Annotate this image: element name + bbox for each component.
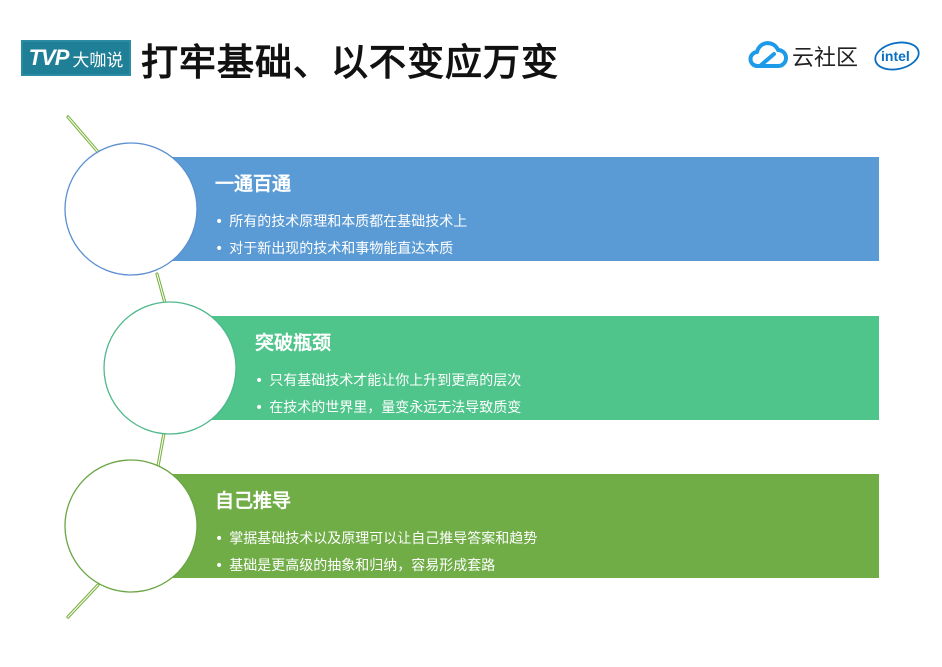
section-heading: 一通百通 <box>215 173 292 195</box>
section-heading: 突破瓶颈 <box>255 332 332 354</box>
bullet-item: 只有基础技术才能让你上升到更高的层次 <box>255 368 521 395</box>
section-card-3: 自己推导 掌据基础技术以及原理可以让自己推导答案和趋势 基础是更高级的抽象和归纳… <box>160 474 879 578</box>
connector-lines <box>66 115 167 619</box>
bullet-list: 掌据基础技术以及原理可以让自己推导答案和趋势 基础是更高级的抽象和归纳，容易形成… <box>215 526 537 580</box>
badge-name: 大咖说 <box>72 50 124 71</box>
section-card-1: 一通百通 所有的技术原理和本质都在基础技术上 对于新出现的技术和事物能直达本质 <box>160 157 879 261</box>
bullet-item: 在技术的世界里，量变永远无法导致质变 <box>255 395 521 422</box>
intel-logo-text: intel <box>881 48 910 64</box>
bullet-item: 所有的技术原理和本质都在基础技术上 <box>215 209 467 236</box>
cloud-community-logo-text: 云社区 <box>792 46 859 71</box>
cloud-icon <box>748 41 788 68</box>
section-card-2: 突破瓶颈 只有基础技术才能让你上升到更高的层次 在技术的世界里，量变永远无法导致… <box>160 316 879 420</box>
bullet-item: 基础是更高级的抽象和归纳，容易形成套路 <box>215 553 537 580</box>
bullet-item: 对于新出现的技术和事物能直达本质 <box>215 236 467 263</box>
tvp-logo-text: TVP <box>28 45 70 70</box>
bullet-list: 所有的技术原理和本质都在基础技术上 对于新出现的技术和事物能直达本质 <box>215 209 467 263</box>
section-heading: 自己推导 <box>215 490 292 512</box>
page-title: 打牢基础、以不变应万变 <box>141 41 559 84</box>
intel-logo-icon: intel <box>874 41 920 71</box>
bullet-item: 掌据基础技术以及原理可以让自己推导答案和趋势 <box>215 526 537 553</box>
bullet-list: 只有基础技术才能让你上升到更高的层次 在技术的世界里，量变永远无法导致质变 <box>255 368 521 422</box>
tvp-badge-logo: TVP 大咖说 <box>21 40 131 76</box>
